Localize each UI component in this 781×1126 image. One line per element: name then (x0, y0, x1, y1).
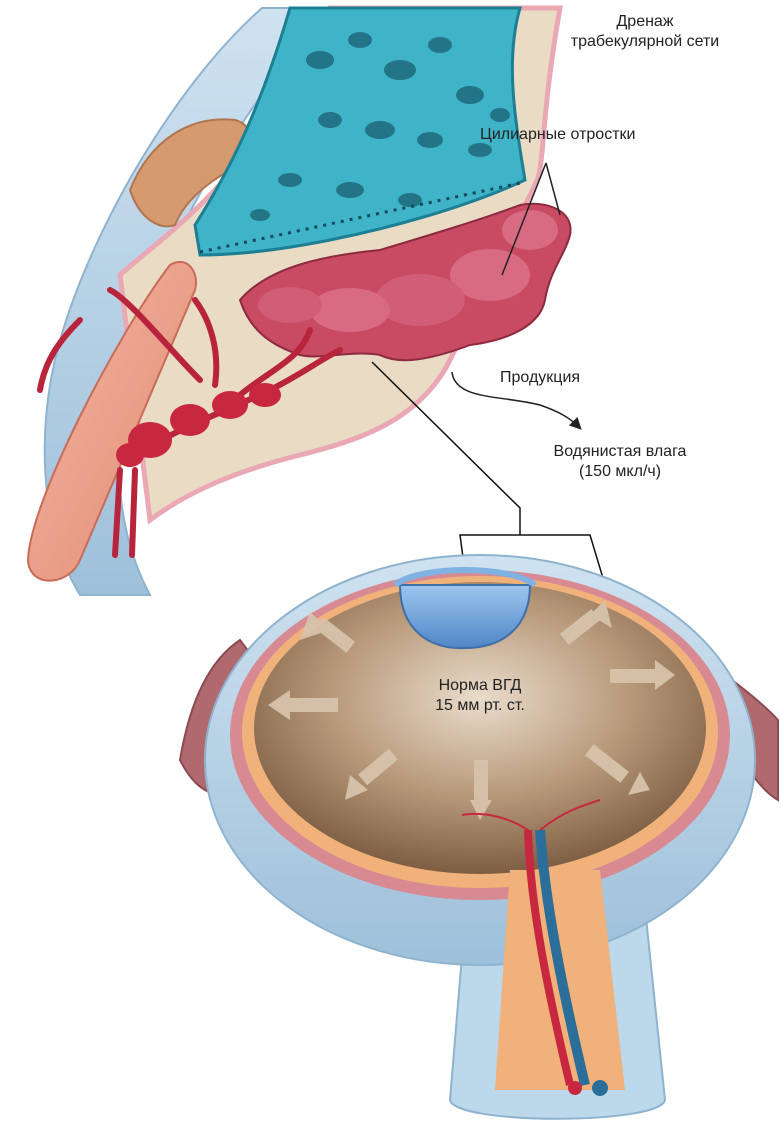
drainage-label-line-1: Дренаж (560, 12, 730, 32)
iop-label-line-2: 15 мм рт. ст. (405, 696, 555, 716)
aqueous-humor-label: Водянистая влага (150 мкл/ч) (535, 442, 705, 482)
iop-label: Норма ВГД 15 мм рт. ст. (405, 676, 555, 716)
aqueous-label-line-1: Водянистая влага (535, 442, 705, 462)
drainage-label-line-2: трабекулярной сети (560, 32, 730, 52)
angle-detail (28, 8, 571, 595)
production-label: Продукция (500, 368, 580, 388)
eyeball (180, 555, 778, 1119)
aqueous-label-line-2: (150 мкл/ч) (535, 462, 705, 482)
iop-label-line-1: Норма ВГД (405, 676, 555, 696)
drainage-label: Дренаж трабекулярной сети (560, 12, 730, 52)
ciliary-processes-label: Цилиарные отростки (480, 125, 635, 145)
